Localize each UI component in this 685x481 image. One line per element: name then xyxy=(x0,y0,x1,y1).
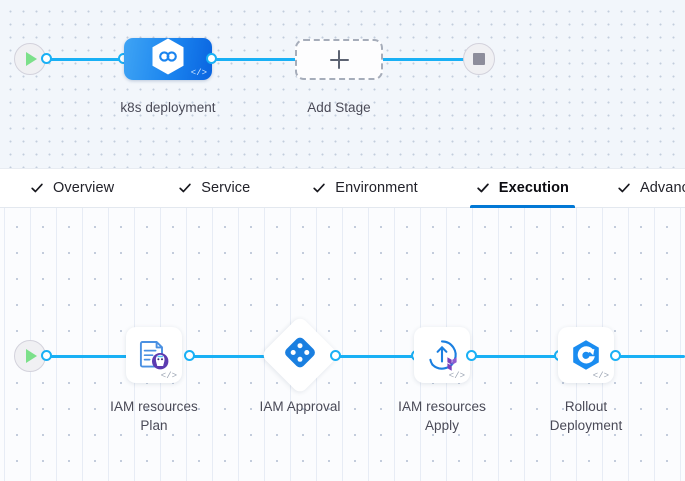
stage-card-k8s-deployment[interactable]: </> xyxy=(124,38,212,80)
stage-config-tabs: Overview Service Environment Execution xyxy=(0,168,685,208)
step-label-line1: IAM Approval xyxy=(259,399,341,414)
wire-rollout-to-next xyxy=(616,355,685,358)
terraform-plan-icon xyxy=(139,341,169,370)
tab-overview-label: Overview xyxy=(53,180,115,196)
step-label-line1: IAM resources xyxy=(398,399,486,414)
stage-label-k8s-deployment: k8s deployment xyxy=(120,100,216,115)
wire-stage-to-addstage xyxy=(206,58,302,61)
wire-start-to-stage xyxy=(44,58,130,61)
tab-execution-label: Execution xyxy=(498,180,569,196)
check-icon xyxy=(179,183,191,193)
check-icon xyxy=(618,183,630,193)
execution-step-canvas[interactable]: </> IAM resources Plan IAM Approval xyxy=(0,208,685,481)
port-stage-out[interactable] xyxy=(206,53,217,64)
add-stage-label: Add Stage xyxy=(307,100,371,115)
plan-code-badge: </> xyxy=(160,371,177,381)
step-label-line1: Rollout xyxy=(564,399,608,414)
step-label-iam-resources-plan: IAM resources Plan xyxy=(94,397,214,435)
check-icon xyxy=(477,183,489,193)
wire-approval-to-apply xyxy=(330,355,415,358)
argo-rollout-icon xyxy=(573,340,599,370)
wire-start-to-plan xyxy=(44,355,134,358)
check-icon xyxy=(313,183,326,193)
step-label-iam-resources-apply: IAM resources Apply xyxy=(382,397,502,435)
pipeline-end-node[interactable] xyxy=(463,43,495,75)
port-exec-start-out[interactable] xyxy=(41,350,52,361)
step-label-iam-approval: IAM Approval xyxy=(240,397,360,416)
step-card-rollout-deployment[interactable]: </> xyxy=(558,327,614,383)
stage-code-badge: </> xyxy=(190,68,207,78)
apply-code-badge: </> xyxy=(448,371,465,381)
tab-overview[interactable]: Overview xyxy=(16,169,128,207)
tab-environment[interactable]: Environment xyxy=(298,169,432,207)
port-rollout-out[interactable] xyxy=(610,350,621,361)
terraform-apply-icon xyxy=(429,340,457,371)
check-icon xyxy=(31,183,43,193)
step-card-iam-resources-plan[interactable]: </> xyxy=(126,327,182,383)
plus-icon xyxy=(329,50,349,69)
tab-execution[interactable]: Execution xyxy=(462,169,583,208)
port-plan-out[interactable] xyxy=(184,350,195,361)
execution-start-node[interactable] xyxy=(14,340,46,372)
wire-plan-to-approval xyxy=(190,355,270,358)
tab-advanced[interactable]: Advanced xyxy=(603,169,685,207)
stage-canvas[interactable]: </> k8s deployment Add Stage xyxy=(0,0,685,168)
step-label-line2: Plan xyxy=(140,418,168,433)
port-apply-out[interactable] xyxy=(466,350,477,361)
tab-service-label: Service xyxy=(201,180,251,196)
step-card-iam-approval[interactable] xyxy=(260,315,340,395)
step-label-line2: Apply xyxy=(424,418,460,433)
tab-environment-label: Environment xyxy=(335,180,418,196)
play-icon xyxy=(26,52,37,66)
step-label-line1: IAM resources xyxy=(110,399,198,414)
harness-hexagon-icon xyxy=(151,38,185,81)
port-approval-out[interactable] xyxy=(330,350,341,361)
stop-icon xyxy=(473,53,485,65)
rollout-code-badge: </> xyxy=(592,371,609,381)
step-card-iam-resources-apply[interactable]: </> xyxy=(414,327,470,383)
wire-apply-to-rollout xyxy=(472,355,560,358)
tab-advanced-label: Advanced xyxy=(640,180,685,196)
step-label-line2: Deployment xyxy=(549,418,623,433)
add-stage-button[interactable] xyxy=(295,39,383,80)
play-icon xyxy=(26,349,37,363)
pipeline-start-node[interactable] xyxy=(14,43,46,75)
wire-addstage-to-end xyxy=(376,58,472,61)
step-label-rollout-deployment: Rollout Deployment xyxy=(526,397,646,435)
port-start-out[interactable] xyxy=(41,53,52,64)
tab-service[interactable]: Service xyxy=(164,169,264,207)
